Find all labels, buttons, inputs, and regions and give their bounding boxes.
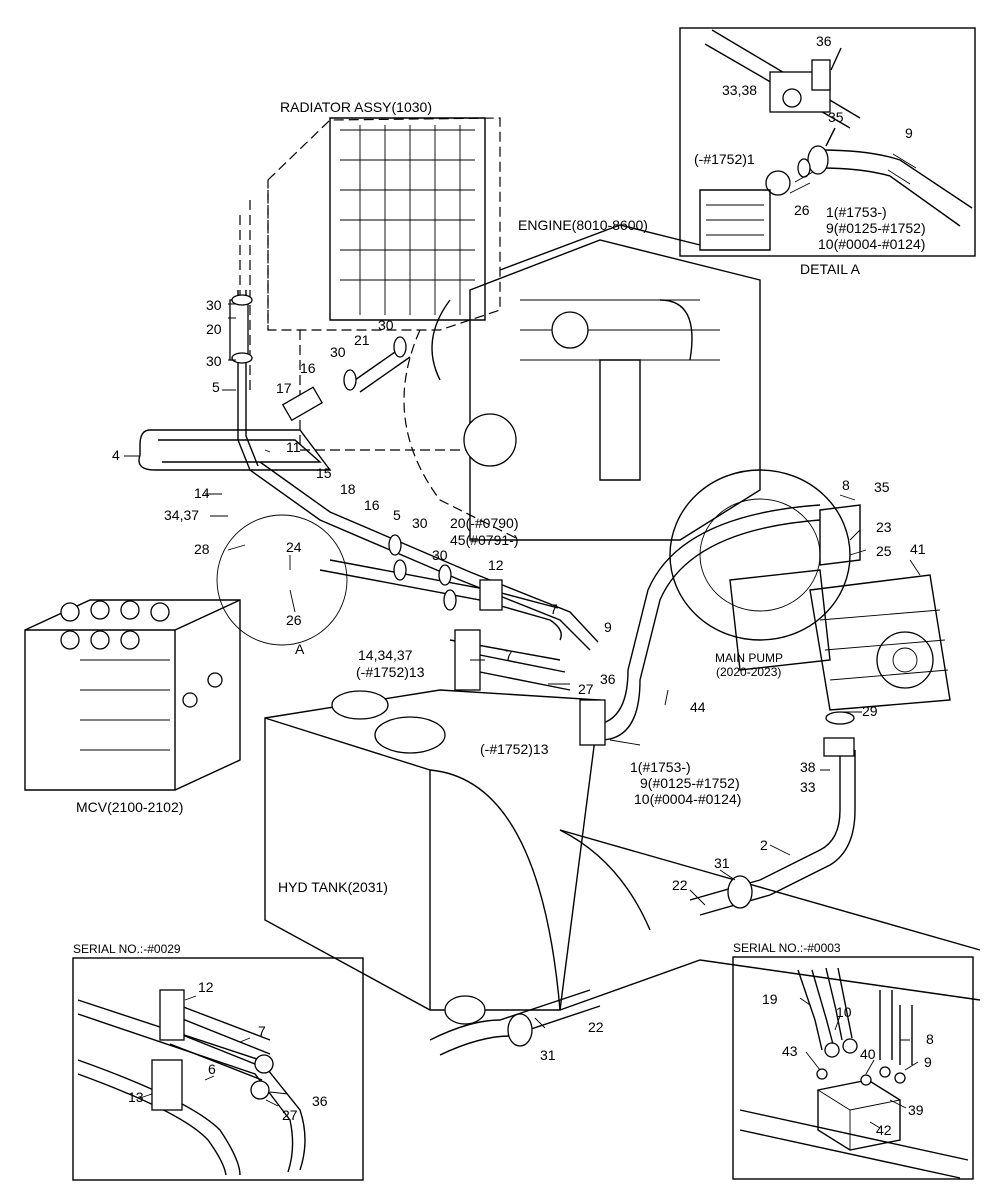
- serial-0003-label-40: 40: [860, 1046, 876, 1062]
- label-15: 15: [316, 465, 332, 481]
- detail-a-callout-circle: [216, 514, 348, 646]
- label-1-1753: 1(#1753-): [630, 759, 691, 775]
- main-pump-label-2: (2020-2023): [716, 665, 781, 679]
- label-20-0790: 20(-#0790): [450, 515, 519, 531]
- label-38: 38: [800, 759, 816, 775]
- serial-0029-label-13: 13: [128, 1089, 144, 1105]
- radiator-label: RADIATOR ASSY(1030): [280, 99, 432, 115]
- label-24: 24: [286, 539, 302, 555]
- label-45-0791: 45(#0791-): [450, 532, 519, 548]
- label-31a: 31: [714, 855, 730, 871]
- detail-a-fitting: [807, 145, 829, 175]
- serial-0029-label-12: 12: [198, 979, 214, 995]
- label-35: 35: [874, 479, 890, 495]
- label-29: 29: [862, 703, 878, 719]
- label-9-0125-1752: 9(#0125-#1752): [826, 220, 926, 236]
- label-33-38: 33,38: [722, 82, 757, 98]
- detail-a-marker: A: [295, 641, 305, 657]
- serial-0003-label-9: 9: [924, 1054, 932, 1070]
- label-1-1753: 1(#1753-): [826, 204, 887, 220]
- serial-0003-label-42: 42: [876, 1122, 892, 1138]
- serial-0003-title: SERIAL NO.:-#0003: [733, 941, 841, 955]
- serial-0003-label-10: 10: [836, 1004, 852, 1020]
- label-23: 23: [876, 519, 892, 535]
- label-9: 9: [905, 125, 913, 141]
- label-5a: 5: [212, 379, 220, 395]
- label-30f: 30: [432, 547, 448, 563]
- piping: [138, 290, 856, 1056]
- label-12: 12: [488, 557, 504, 573]
- serial-0029-label-7: 7: [258, 1023, 266, 1039]
- hyd-tank-label: HYD TANK(2031): [278, 879, 388, 895]
- serial-0003-label-39: 39: [908, 1102, 924, 1118]
- label-14: 14: [194, 485, 210, 501]
- serial-0003-label-8: 8: [926, 1031, 934, 1047]
- label-16a: 16: [300, 360, 316, 376]
- callout-leaders: [124, 303, 921, 1029]
- label-34-37: 34,37: [164, 507, 199, 523]
- label-26: 26: [286, 612, 302, 628]
- label-7b: 7: [505, 647, 513, 663]
- serial-0003-inset: [732, 956, 974, 1180]
- serial-0029-label-6: 6: [208, 1061, 216, 1077]
- label-31b: 31: [540, 1047, 556, 1063]
- label-4: 4: [112, 447, 120, 463]
- detail-a-title: DETAIL A: [800, 261, 861, 277]
- label-1752-13a: (-#1752)13: [356, 664, 425, 680]
- label-10-0004-0124: 10(#0004-#0124): [818, 236, 925, 252]
- label-11: 11: [286, 439, 301, 455]
- serial-0029-label-27: 27: [282, 1107, 298, 1123]
- mcv-drawing: [24, 599, 241, 791]
- hyd-tank-drawing: [264, 689, 981, 1011]
- label-9-0125: 9(#0125-#1752): [640, 775, 740, 791]
- serial-0029-inset: [72, 957, 364, 1181]
- label-20: 20: [206, 321, 222, 337]
- label-1752-13b: (-#1752)13: [480, 741, 549, 757]
- label-7a: 7: [550, 601, 558, 617]
- label-26: 26: [794, 202, 810, 218]
- label-44: 44: [690, 699, 706, 715]
- label-1752-1: (-#1752)1: [694, 151, 755, 167]
- label-25: 25: [876, 543, 892, 559]
- serial-0003-label-19: 19: [762, 991, 778, 1007]
- engine-label: ENGINE(8010-8600): [518, 217, 648, 233]
- detail-a-frame: [679, 27, 976, 257]
- label-8: 8: [842, 477, 850, 493]
- serial-0029-title: SERIAL NO.:-#0029: [73, 942, 181, 956]
- label-9: 9: [604, 619, 612, 635]
- label-28: 28: [194, 541, 210, 557]
- serial-0029-frame: [72, 957, 364, 1181]
- label-22b: 22: [588, 1019, 604, 1035]
- mcv-label: MCV(2100-2102): [76, 799, 183, 815]
- label-5b: 5: [393, 507, 401, 523]
- label-36: 36: [600, 671, 616, 687]
- label-36: 36: [816, 33, 832, 49]
- label-30d: 30: [378, 317, 394, 333]
- label-14-34-37: 14,34,37: [358, 647, 413, 663]
- label-16b: 16: [364, 497, 380, 513]
- label-18: 18: [340, 481, 356, 497]
- label-41: 41: [910, 541, 926, 557]
- label-22a: 22: [672, 877, 688, 893]
- radiator-drawing: [239, 117, 501, 390]
- label-27: 27: [578, 681, 594, 697]
- label-10-0004: 10(#0004-#0124): [634, 791, 741, 807]
- label-33: 33: [800, 779, 816, 795]
- main-pump-label-1: MAIN PUMP: [715, 651, 783, 665]
- label-30a: 30: [206, 297, 222, 313]
- serial-0003-label-43: 43: [782, 1043, 798, 1059]
- label-30c: 30: [330, 344, 346, 360]
- label-35: 35: [828, 109, 844, 125]
- detail-a-inset: [679, 27, 976, 257]
- main-pump-drawing: [669, 469, 951, 711]
- label-30e: 30: [412, 515, 428, 531]
- label-21: 21: [354, 332, 370, 348]
- serial-0029-label-36: 36: [312, 1093, 328, 1109]
- label-17: 17: [276, 380, 292, 396]
- engine-drawing: [299, 224, 761, 541]
- label-2: 2: [760, 837, 768, 853]
- label-30b: 30: [206, 353, 222, 369]
- serial-0003-frame: [732, 956, 974, 1180]
